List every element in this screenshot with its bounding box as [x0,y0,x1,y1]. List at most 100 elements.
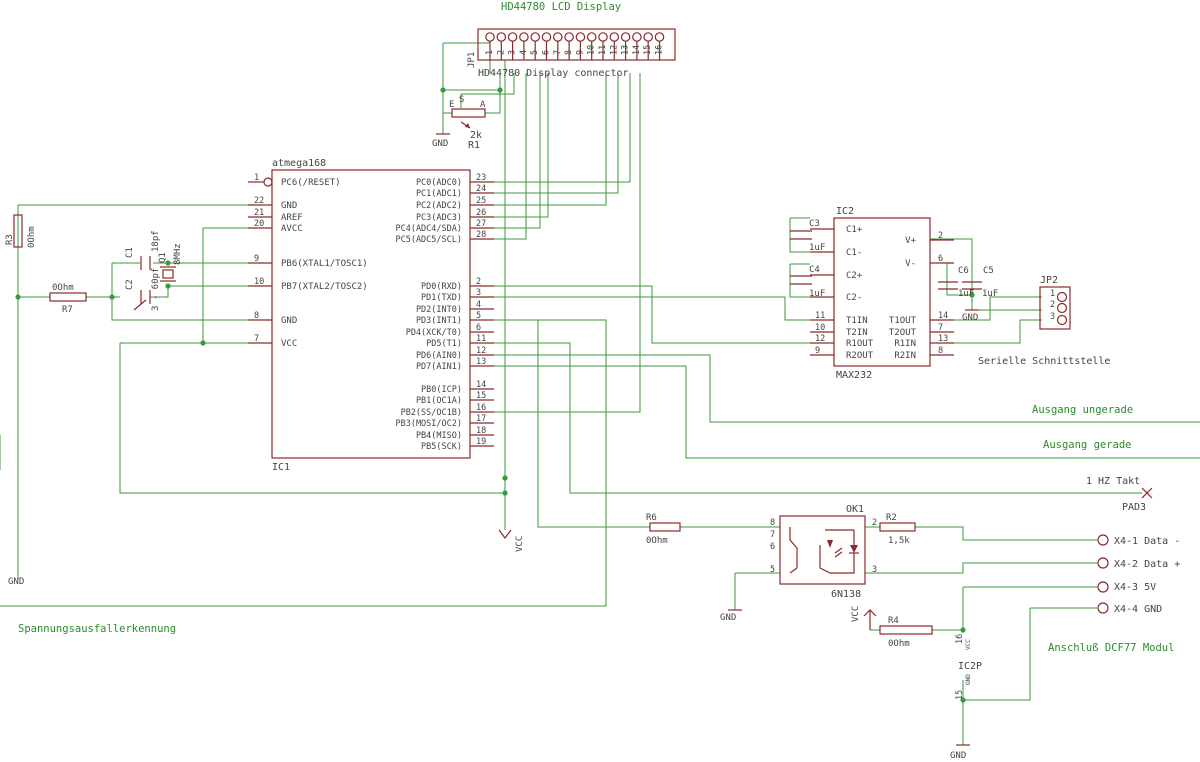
q1-value: 8MHz [173,243,183,265]
ic1-left-pin-name: AREF [281,213,303,223]
potentiometer-r1: E S A 2k R1 [449,95,486,151]
ic1-left-pin-num: 9 [254,254,259,264]
r1-value: 2k [470,130,482,141]
ic2-power-pins: 16 15 VCC GND IC2P [955,634,982,700]
c4-ref: C4 [809,265,820,275]
jp2-pin-2: 2 [1050,300,1055,310]
ic1-left-pin-name: GND [281,201,297,211]
dcf77-label: Anschluß DCF77 Modul [1048,642,1174,654]
r2-value: 1,5k [888,536,910,546]
ic1-right-pin-name: PB3(MOSI/OC2) [395,419,462,429]
ic2-left-pin-name: C2- [846,293,862,303]
ic1-right-pin-name: PD5(T1) [426,339,462,349]
ic1-right-pin-name: PC2(ADC2) [416,201,462,211]
resistor-r4: R4 0Ohm [879,616,933,649]
dcf77-terminals: X4-1 Data - X4-2 Data + X4-3 5V X4-4 GND… [1048,534,1180,654]
ic2-right-pin-name: V+ [905,236,916,246]
c2-value: 3 - 60pf [151,268,161,311]
ok1-pin-3: 3 [872,565,877,575]
ic1-left-pin-num: 7 [254,334,259,344]
ic1-right-pin-num: 2 [476,277,481,287]
ic1-right-pin-num: 24 [476,184,486,194]
lcd-pin-6 [541,32,552,42]
ic2-right-pin-num: 13 [938,334,948,344]
jp2-pin-1: 1 [1050,289,1055,299]
ic2-right-pin-name: V- [905,259,916,269]
ic2-right-pin-name: T2OUT [889,328,917,338]
ic1-right-pin-num: 13 [476,357,486,367]
ic2p-pin-16: 16 [955,634,965,644]
ic1-left-pin-num: 8 [254,311,259,321]
ic1-right-pin-name: PB4(MISO) [416,431,462,441]
ic1-right-pin-name: PB5(SCK) [421,442,462,452]
ic1-right-pin-name: PD7(AIN1) [416,362,462,372]
ok1-pin-8: 8 [770,518,775,528]
ic2-left-pin-name: C2+ [846,271,863,281]
output-labels: Ausgang ungerade Ausgang gerade 1 HZ Tak… [18,404,1153,635]
ic2-left-pin-num: 12 [815,334,825,344]
x4-2-label: X4-2 Data + [1114,559,1180,570]
lcd-pin-11 [598,32,608,42]
ic2-right-pin-num: 8 [938,346,943,356]
ic1-right-pin-name: PC0(ADC0) [416,178,462,188]
ic1-left-pin-name: GND [281,316,297,326]
jp2-pin-3: 3 [1050,312,1055,322]
ic2-left-pin-name: R1OUT [846,339,874,349]
ic2-right-pin-name: R2IN [894,351,916,361]
ic1-left-pin-num: 20 [254,219,264,229]
ic1-right-pin-name: PC4(ADC4/SDA) [395,224,462,234]
jp2-ref: JP2 [1040,275,1058,286]
ic1-left-pin-num: 22 [254,196,264,206]
crystal-q1: Q1 8MHz [158,243,183,282]
ic1-right-pin-name: PB0(ICP) [421,385,462,395]
ic2p-ref: IC2P [958,661,982,672]
ic1-right-pin-name: PD4(XCK/T0) [406,328,462,338]
r7-value: 0Ohm [52,283,74,293]
c3-value: 1uF [809,243,825,253]
ic1-right-pin-name: PC3(ADC3) [416,213,462,223]
ic1-right-pin-num: 15 [476,391,486,401]
r3-ref: R3 [5,234,15,245]
ic1-right-pin-num: 23 [476,173,486,183]
capacitor-c4: C4 1uF [790,265,825,299]
ic1-right-pin-num: 17 [476,414,486,424]
pot-pin-s: S [459,95,464,105]
ic1-right-pin-num: 3 [476,288,481,298]
gnd-label-ok1: GND [720,613,736,623]
wires [0,42,1200,745]
ic1-right-pin-num: 4 [476,300,481,310]
gnd-label-left: GND [8,577,24,587]
capacitor-c3: C3 1uF [790,219,825,253]
ic1-right-pin-name: PB1(OC1A) [416,396,462,406]
ic1-right-pin-num: 6 [476,323,481,333]
clock-label: 1 HZ Takt [1086,476,1140,487]
junctions [15,87,975,703]
r6-value: 0Ohm [646,536,668,546]
r7-ref: R7 [62,305,73,315]
ic2-right-pin-num: 7 [938,323,943,333]
x4-4-label: X4-4 GND [1114,604,1162,615]
ic1-right-pin-num: 19 [476,437,486,447]
lcd-title: HD44780 LCD Display [501,1,621,13]
lcd-pin-4 [519,32,529,42]
resistor-r7: 0Ohm R7 [49,283,87,315]
ic1-right-pin-name: PC5(ADC5/SCL) [395,235,462,245]
capacitor-c1: C1 18pf [125,230,161,270]
r3-value: 0Ohm [27,226,37,248]
lcd-pin-10 [586,32,597,42]
resistor-r6: R6 0Ohm [646,513,681,546]
ic1-right-pin-name: PB2(SS/OC1B) [401,408,462,418]
gnd-symbol-max: GND [962,309,979,323]
ic2-right-pin-num: 6 [938,254,943,264]
ic1-right-pin-name: PD6(AIN0) [416,351,462,361]
lcd-pin-1 [485,32,495,42]
c5-value: 1uF [982,289,998,299]
optocoupler-ok1: OK1 6N138 8 7 6 5 2 3 [770,504,877,600]
r1-ref: R1 [468,140,480,151]
ic2-right-pin-name: T1OUT [889,316,917,326]
ic1-right-pin-name: PD2(INT0) [416,305,462,315]
ic2-right-pin-num: 14 [938,311,948,321]
vcc-label-ok1: VCC [851,606,861,622]
